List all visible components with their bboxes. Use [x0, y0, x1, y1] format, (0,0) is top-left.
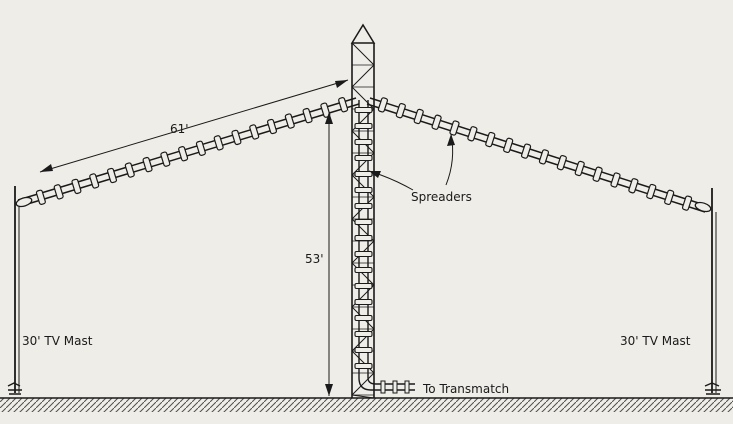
spreader	[431, 114, 442, 130]
spreader	[681, 195, 693, 211]
spreader	[35, 189, 46, 205]
spreader	[664, 189, 675, 205]
spreader	[354, 346, 373, 354]
height-dimension: 53'	[305, 112, 333, 396]
spreader	[556, 155, 567, 171]
spreader	[249, 124, 260, 140]
height-label: 53'	[305, 252, 324, 266]
spreader	[71, 178, 82, 195]
spreader	[354, 218, 373, 226]
spreader	[142, 156, 153, 173]
spreader	[354, 282, 373, 290]
spreader	[178, 146, 189, 162]
spreader	[338, 97, 349, 113]
spreader	[503, 137, 514, 153]
spreader	[354, 234, 373, 242]
spreader	[354, 154, 373, 162]
tower-brace	[351, 64, 375, 88]
right-antenna-leg	[366, 97, 712, 213]
spreader	[53, 184, 64, 200]
spreader	[485, 131, 496, 148]
spreader	[354, 362, 373, 370]
spreader	[354, 106, 373, 114]
span-label: 61'	[170, 122, 189, 136]
left-mast	[7, 186, 22, 395]
spreader	[354, 186, 373, 194]
spreader	[628, 178, 639, 194]
spreader	[354, 314, 373, 322]
spreader	[354, 330, 373, 338]
right-mast-label: 30' TV Mast	[620, 334, 691, 348]
spreader	[124, 162, 135, 178]
tower-brace	[351, 42, 375, 66]
feed-label: To Transmatch	[422, 382, 509, 396]
span-dimension: 61'	[39, 79, 349, 173]
spreader	[213, 135, 224, 151]
left-mast-label: 30' TV Mast	[22, 334, 93, 348]
spreader	[231, 129, 242, 146]
tower-brace	[351, 262, 375, 286]
spreader	[395, 103, 406, 119]
spreader	[354, 266, 373, 274]
spreader	[377, 97, 389, 113]
tower-brace	[351, 372, 375, 396]
spreaders-callout: Spreaders	[368, 133, 472, 204]
spreader	[354, 170, 373, 178]
vertical-ladder-line	[354, 100, 373, 378]
spreader	[354, 122, 373, 130]
spreader	[195, 140, 206, 156]
left-antenna-leg	[15, 97, 360, 208]
spreader	[89, 173, 100, 189]
spreader	[592, 166, 603, 182]
spreader	[413, 108, 424, 125]
tower-brace	[351, 394, 375, 399]
spreader	[449, 120, 460, 136]
ground	[0, 397, 733, 412]
spreader	[302, 107, 313, 124]
spreader	[610, 172, 621, 188]
spreader	[160, 151, 171, 167]
spreader	[467, 126, 478, 142]
spreader	[354, 250, 373, 258]
spreader	[106, 167, 118, 184]
spreader	[284, 113, 295, 129]
tower	[350, 23, 376, 399]
spreader	[574, 160, 585, 177]
spreaders-label: Spreaders	[411, 190, 472, 204]
tower-brace	[351, 174, 375, 198]
spreader	[646, 183, 657, 200]
spreader	[354, 298, 373, 306]
right-mast	[704, 188, 721, 395]
spreader	[266, 118, 278, 135]
spreader	[354, 202, 373, 210]
spreader	[354, 138, 373, 146]
tower-brace	[351, 350, 375, 374]
spreader	[520, 143, 532, 159]
spreader	[538, 149, 550, 165]
feed-line	[358, 377, 415, 394]
